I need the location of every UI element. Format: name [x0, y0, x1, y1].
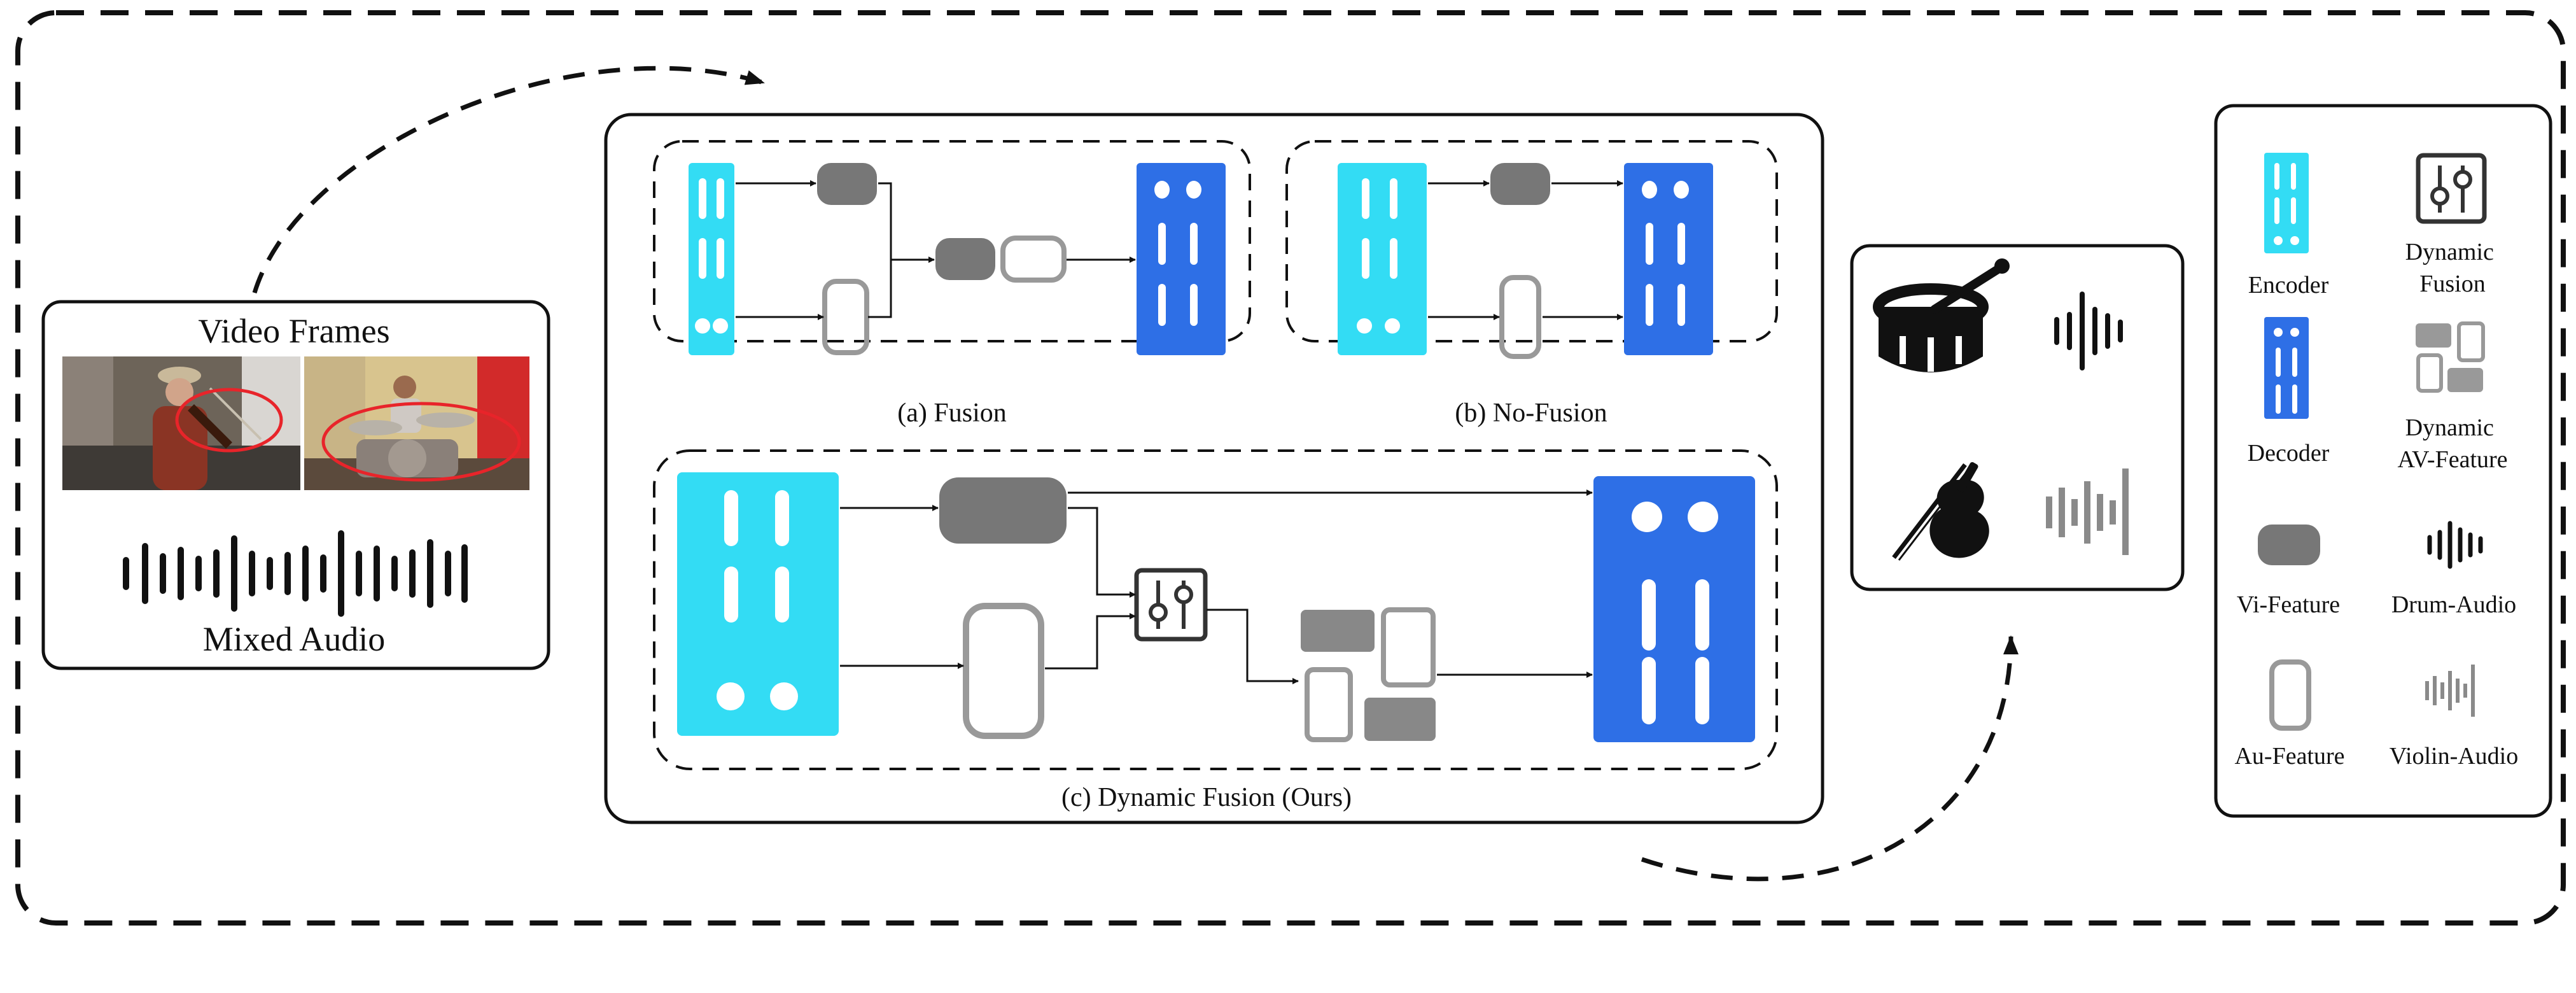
- vi-feature-block: [1490, 163, 1550, 205]
- dynamic-fusion-legend-icon: [2416, 153, 2487, 224]
- legend-vi-feature-label: Vi-Feature: [2237, 591, 2340, 618]
- dynamic-av-feature-legend-icon: [2416, 321, 2485, 393]
- legend-decoder-label: Decoder: [2248, 440, 2330, 467]
- fusion-caption: (a) Fusion: [897, 398, 1007, 428]
- vi-feature-block: [939, 477, 1067, 544]
- violin-highlight-circle: [175, 388, 283, 453]
- methods-panel: [604, 113, 1824, 824]
- video-frames-title: Video Frames: [198, 312, 389, 350]
- input-to-methods-arrow: [252, 66, 765, 294]
- dynamic-fusion-slider-icon: [1134, 568, 1208, 642]
- au-feature-block: [1000, 236, 1067, 283]
- decoder-block: [1624, 163, 1713, 355]
- drum-audio-legend-icon: [2427, 521, 2483, 569]
- vi-feature-block: [817, 163, 877, 205]
- outer-dashed-frame: [15, 10, 2566, 926]
- no-fusion-caption: (b) No-Fusion: [1455, 398, 1607, 428]
- vi-feature-block: [935, 238, 995, 280]
- au-feature-block: [822, 279, 869, 355]
- legend-dynamic-fusion-label: Dynamic Fusion: [2405, 239, 2500, 297]
- drum-icon: [1873, 258, 2010, 372]
- no-fusion-diagram: (b) No-Fusion: [1285, 140, 1778, 428]
- output-panel: [1850, 244, 2185, 591]
- violin-audio-legend-icon: [2425, 665, 2475, 717]
- legend-violin-audio-label: Violin-Audio: [2390, 743, 2519, 770]
- encoder-block: [1338, 163, 1427, 355]
- encoder-legend-icon: [2264, 153, 2309, 253]
- legend-drum-audio-label: Drum-Audio: [2391, 591, 2516, 618]
- mixed-audio-label: Mixed Audio: [203, 620, 386, 658]
- dynamic-av-feature-block: [1301, 607, 1436, 742]
- drum-highlight-circle: [321, 402, 521, 482]
- mixed-audio-waveform-icon: [123, 530, 468, 617]
- input-panel: Video Frames: [41, 300, 550, 670]
- violin-icon: [1892, 461, 1989, 561]
- legend-encoder-label: Encoder: [2248, 272, 2329, 299]
- violin-audio-waveform-icon: [2046, 468, 2129, 555]
- violin-video-frame: [62, 356, 300, 490]
- drum-video-frame: [304, 356, 529, 490]
- au-feature-block: [963, 603, 1044, 739]
- dynamic-fusion-caption: (c) Dynamic Fusion (Ours): [1061, 783, 1352, 812]
- au-feature-legend-icon: [2269, 659, 2311, 731]
- legend-panel: Encoder Dynamic Fusion Decoder: [2214, 104, 2552, 818]
- vi-feature-legend-icon: [2258, 525, 2320, 565]
- methods-to-output-arrow: [1641, 635, 2019, 882]
- decoder-legend-icon: [2264, 317, 2309, 419]
- au-feature-block: [1499, 275, 1541, 359]
- legend-au-feature-label: Au-Feature: [2234, 743, 2344, 770]
- dynamic-fusion-diagram: (c) Dynamic Fusion (Ours): [653, 449, 1778, 812]
- drum-audio-waveform-icon: [2054, 292, 2123, 370]
- encoder-block: [677, 472, 839, 736]
- legend-dynamic-av-feature-label: Dynamic AV-Feature: [2397, 414, 2507, 473]
- decoder-block: [1593, 476, 1755, 742]
- decoder-block: [1137, 163, 1226, 355]
- fusion-diagram: (a) Fusion: [653, 140, 1251, 428]
